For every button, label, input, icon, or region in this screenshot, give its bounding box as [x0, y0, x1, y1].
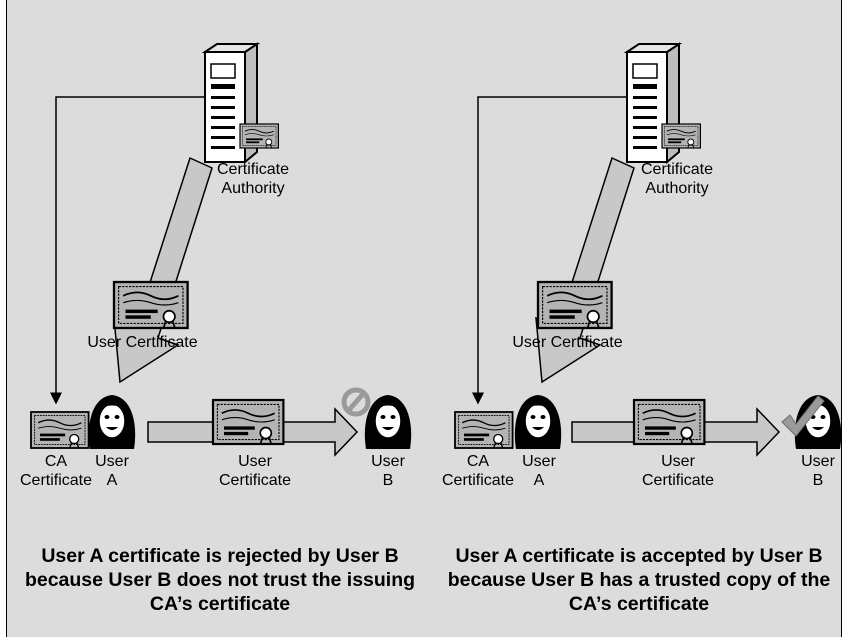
checkmark-icon — [781, 395, 825, 437]
right-user-a-avatar — [513, 393, 563, 451]
left-user-a-avatar — [87, 393, 137, 451]
right-ca-certificate-icon — [454, 411, 514, 449]
right-transfer-certificate-icon — [632, 398, 706, 446]
right-ca-certificate-label: CA Certificate — [441, 453, 515, 489]
right-diagram — [454, 43, 843, 457]
left-transfer-certificate-icon — [211, 398, 285, 446]
left-transfer-label: User Certificate — [218, 453, 292, 489]
left-caption: User A certificate is rejected by User B… — [24, 545, 416, 615]
left-ca-certificate-label: CA Certificate — [19, 453, 93, 489]
left-ca-certificate-icon — [30, 411, 90, 449]
left-ca-server-icon — [204, 43, 279, 163]
left-user-b-label: User B — [371, 453, 405, 489]
right-user-certificate-icon — [536, 280, 613, 330]
left-user-certificate-icon — [112, 280, 189, 330]
right-ca-to-ca-cert-line — [472, 96, 627, 405]
left-diagram — [30, 43, 413, 457]
left-ca-to-ca-cert-line — [50, 96, 205, 405]
prohibited-icon — [341, 387, 371, 417]
right-ca-label: Certificate Authority — [640, 161, 714, 197]
right-user-certificate-label: User Certificate — [512, 334, 623, 351]
left-user-certificate-label: User Certificate — [87, 334, 198, 351]
right-caption: User A certificate is accepted by User B… — [447, 545, 831, 615]
left-user-b-avatar — [363, 393, 413, 451]
right-ca-server-icon — [626, 43, 702, 163]
left-user-a-label: User A — [95, 453, 129, 489]
left-ca-label: Certificate Authority — [216, 161, 290, 197]
right-user-b-label: User B — [801, 453, 835, 489]
right-user-a-label: User A — [522, 453, 556, 489]
right-transfer-label: User Certificate — [641, 453, 715, 489]
